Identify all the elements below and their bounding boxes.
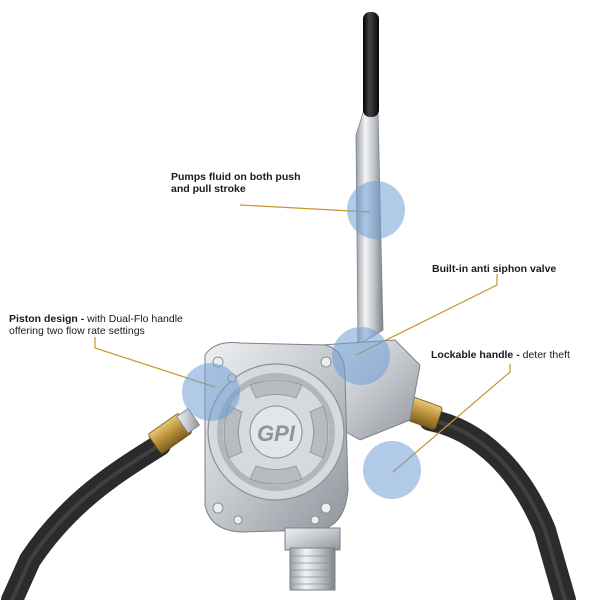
brand-logo: GPI — [257, 421, 296, 446]
callout-piston-rest: with Dual-Flo handle — [87, 313, 183, 325]
highlight-lock — [363, 441, 421, 499]
highlight-circles — [182, 181, 421, 499]
callout-lock-line1: Lockable handle - deter theft — [431, 349, 570, 361]
highlight-piston — [182, 363, 240, 421]
pump-face-slots — [223, 379, 329, 485]
highlight-pumps — [347, 181, 405, 239]
inlet-hose — [1, 434, 171, 600]
callout-piston-line1: Piston design - with Dual-Flo handle — [9, 313, 183, 325]
bottom-thread — [289, 547, 336, 591]
handle-grip — [363, 12, 379, 117]
leader-siphon — [355, 274, 498, 356]
highlight-siphon — [332, 327, 390, 385]
callout-pumps-line2: and pull stroke — [171, 183, 246, 195]
leader-lock — [392, 364, 511, 473]
inlet-brass-fitting — [148, 408, 201, 454]
leader-piston — [94, 337, 216, 388]
inlet-hose-highlight — [10, 443, 162, 600]
callout-lock: Lockable handle - deter theft — [431, 349, 570, 361]
callout-piston-line2: offering two flow rate settings — [9, 325, 145, 337]
callout-pumps-line1: Pumps fluid on both push — [171, 171, 301, 183]
bottom-port — [284, 527, 341, 551]
callout-piston: Piston design - with Dual-Flo handle off… — [9, 313, 183, 337]
callout-siphon: Built-in anti siphon valve — [432, 263, 556, 275]
callout-lock-bold: Lockable handle - — [431, 349, 523, 361]
callout-lock-rest: deter theft — [522, 349, 570, 361]
callout-piston-bold: Piston design - — [9, 313, 88, 325]
callout-pumps: Pumps fluid on both push and pull stroke — [171, 171, 300, 195]
outlet-hose-highlight — [428, 418, 567, 600]
outlet-hose — [419, 409, 576, 600]
callout-siphon-label: Built-in anti siphon valve — [432, 263, 557, 275]
